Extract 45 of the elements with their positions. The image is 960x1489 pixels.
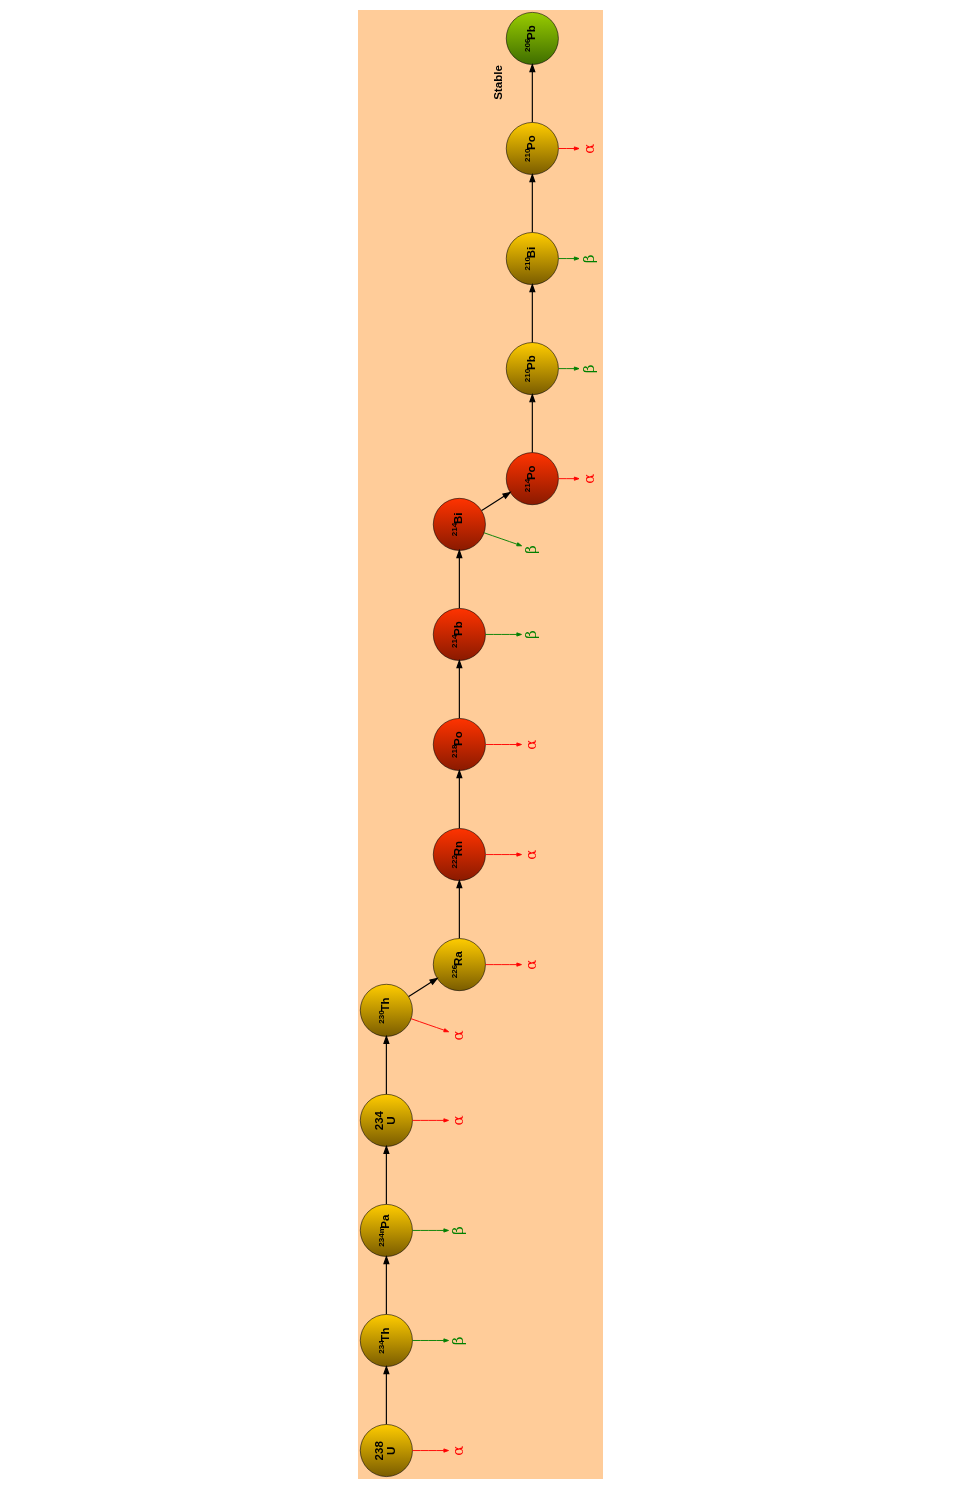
arrow xyxy=(382,1144,390,1205)
node-text: β xyxy=(579,254,598,264)
arrow xyxy=(455,548,463,609)
arrow xyxy=(411,1448,449,1453)
arrow xyxy=(410,1018,449,1033)
node-text: β xyxy=(448,1226,467,1236)
arrow xyxy=(528,393,536,453)
node-text: α xyxy=(448,1115,467,1126)
arrow xyxy=(557,256,579,261)
arrow xyxy=(411,1228,449,1233)
node-text: α xyxy=(579,473,598,484)
node-text: α xyxy=(448,1030,467,1041)
arrow xyxy=(528,283,536,343)
node-text: α xyxy=(521,849,540,860)
arrow xyxy=(484,742,522,747)
arrow xyxy=(557,476,579,481)
node-text: β xyxy=(579,364,598,374)
arrow xyxy=(480,491,512,512)
arrow xyxy=(455,879,463,939)
arrow xyxy=(382,1034,390,1095)
node-text: β xyxy=(521,545,540,554)
arrow xyxy=(484,852,522,857)
node-text: α xyxy=(579,143,598,154)
node-circle: 238 U xyxy=(359,1424,413,1477)
arrow xyxy=(483,532,522,547)
arrow xyxy=(455,658,463,719)
arrow xyxy=(382,1364,390,1425)
arrow xyxy=(455,768,463,829)
node-label: Stable xyxy=(491,65,504,100)
arrow xyxy=(484,632,522,637)
arrow xyxy=(557,146,579,151)
node-text: α xyxy=(521,959,540,970)
arrow xyxy=(411,1338,449,1343)
node-text: β xyxy=(448,1336,467,1346)
arrow xyxy=(528,62,536,123)
node-text: α xyxy=(521,739,540,750)
arrow xyxy=(407,977,439,998)
arrow xyxy=(484,962,522,967)
arrow xyxy=(411,1118,449,1123)
node-circle: 234 U xyxy=(359,1094,413,1147)
arrow xyxy=(382,1254,390,1315)
node-text: β xyxy=(521,630,540,640)
arrow xyxy=(557,366,579,371)
node-text: α xyxy=(448,1445,467,1456)
arrow xyxy=(528,172,536,233)
